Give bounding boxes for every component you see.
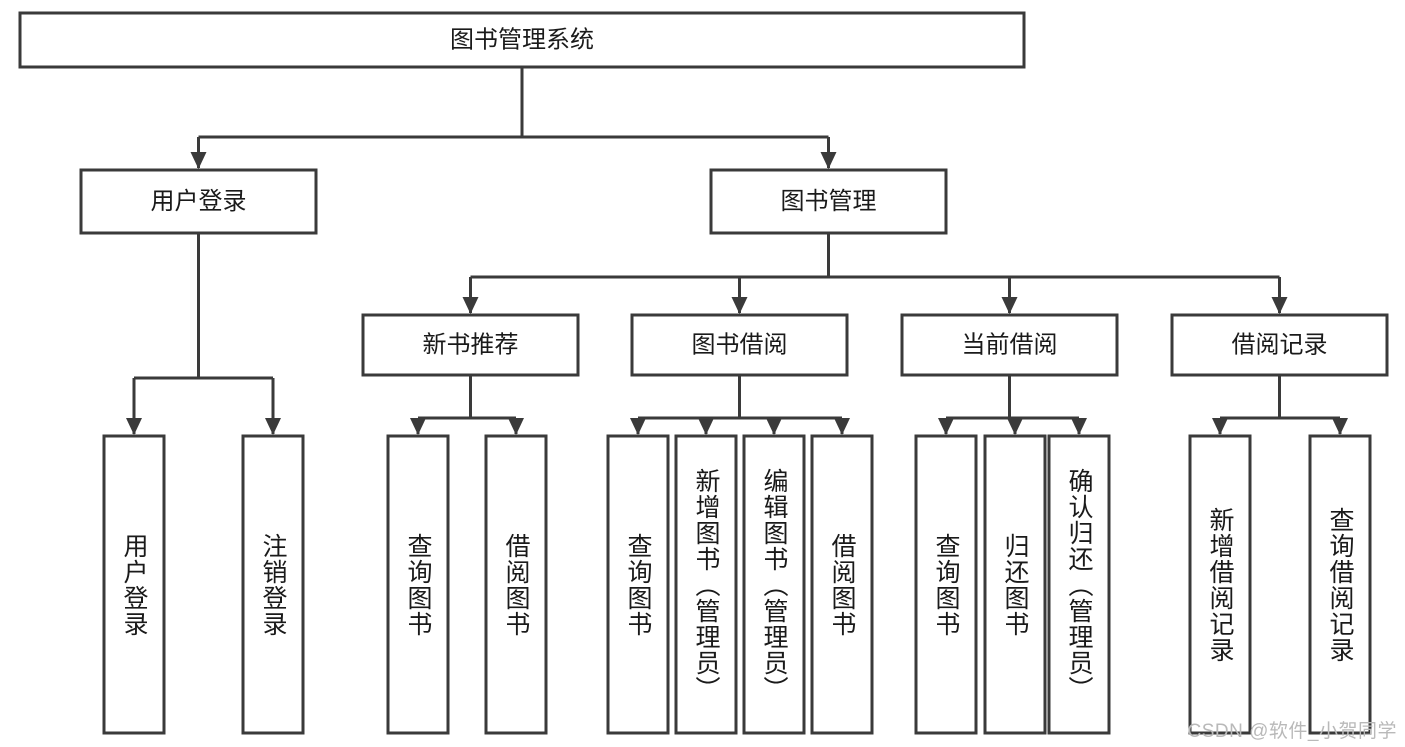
arrow-head-icon (462, 297, 479, 314)
watermark-text: CSDN @软件_小贺同学 (1187, 721, 1397, 742)
node-label-level3-1: 图书借阅 (692, 331, 788, 358)
node-box-leaf-4[interactable] (606, 434, 670, 735)
arrow-head-icon (265, 418, 281, 435)
arrow-head-icon (1071, 418, 1087, 435)
arrow-head-icon (1007, 418, 1023, 435)
arrow-head-icon (938, 418, 954, 435)
arrow-head-icon (698, 418, 714, 435)
node-label-level3-0: 新书推荐 (423, 331, 519, 358)
node-box-leaf-11[interactable] (1188, 434, 1252, 735)
connector-lines (126, 67, 1348, 435)
node-box-level2-1[interactable] (709, 168, 948, 235)
node-box-leaf-10[interactable] (1047, 434, 1111, 735)
arrow-head-icon (1001, 297, 1018, 314)
node-box-leaf-7[interactable] (810, 434, 874, 735)
arrow-head-icon (630, 418, 646, 435)
node-label-level2-0: 用户登录 (151, 188, 247, 215)
arrow-head-icon (1212, 418, 1228, 435)
arrow-head-icon (731, 297, 748, 314)
node-box-level3-2[interactable] (900, 313, 1119, 377)
arrow-head-icon (410, 418, 426, 435)
node-box-leaf-5[interactable] (674, 434, 738, 735)
arrow-head-icon (766, 418, 782, 435)
arrow-head-icon (1271, 297, 1288, 314)
node-box-leaf-2[interactable] (386, 434, 450, 735)
arrow-head-icon (1332, 418, 1348, 435)
node-box-level2-0[interactable] (79, 168, 318, 235)
node-box-leaf-12[interactable] (1308, 434, 1372, 735)
node-label-level3-3: 借阅记录 (1232, 331, 1328, 358)
arrow-head-icon (126, 418, 142, 435)
node-box-root[interactable] (18, 11, 1026, 69)
arrow-head-icon (190, 152, 207, 169)
node-label-root: 图书管理系统 (450, 26, 594, 53)
arrow-head-icon (820, 152, 837, 169)
node-box-level3-0[interactable] (361, 313, 580, 377)
node-box-leaf-3[interactable] (484, 434, 548, 735)
node-box-leaf-9[interactable] (983, 434, 1047, 735)
node-boxes (18, 11, 1389, 735)
node-box-leaf-0[interactable] (102, 434, 166, 735)
node-box-leaf-8[interactable] (914, 434, 978, 735)
node-label-level3-2: 当前借阅 (962, 331, 1058, 358)
arrow-head-icon (834, 418, 850, 435)
node-box-level3-3[interactable] (1170, 313, 1389, 377)
node-box-leaf-1[interactable] (241, 434, 305, 735)
node-box-level3-1[interactable] (630, 313, 849, 377)
arrow-head-icon (508, 418, 524, 435)
node-box-leaf-6[interactable] (742, 434, 806, 735)
node-label-level2-1: 图书管理 (781, 188, 877, 215)
